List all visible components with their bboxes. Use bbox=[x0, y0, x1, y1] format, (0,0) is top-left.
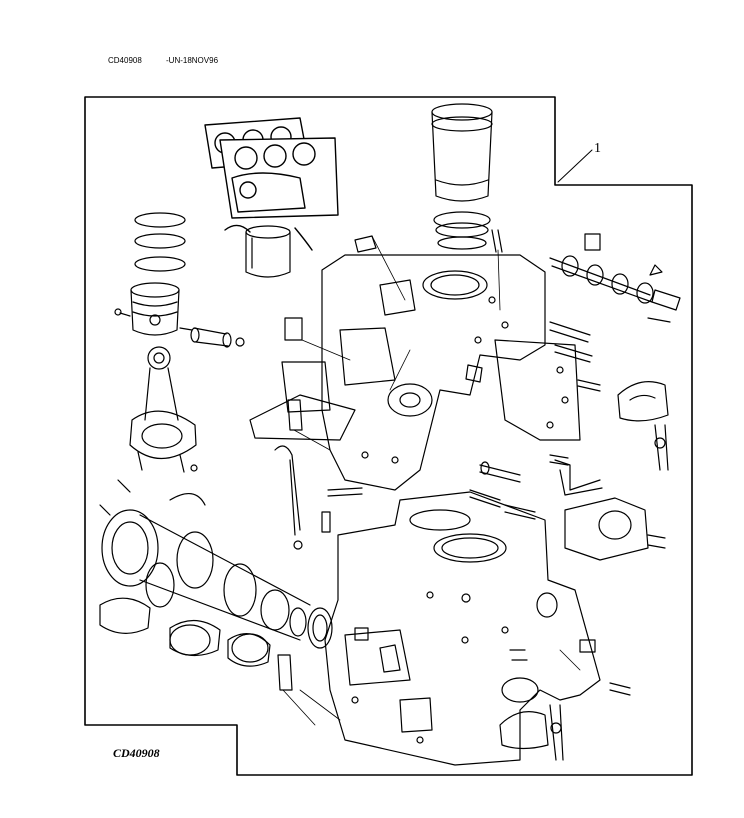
oil-filter bbox=[245, 225, 291, 278]
cylinder-head-assembly bbox=[249, 254, 546, 491]
callout-leader bbox=[557, 149, 593, 183]
piston-rings bbox=[134, 212, 186, 272]
connecting-rod bbox=[129, 346, 198, 473]
camshaft bbox=[549, 233, 681, 323]
figure-code-header: CD40908 bbox=[108, 56, 142, 65]
leader-lines bbox=[282, 235, 581, 726]
main-bearing-cap-lower bbox=[499, 682, 631, 761]
callout-number: 1 bbox=[594, 141, 601, 156]
oil-pump bbox=[564, 497, 666, 561]
piston-pin bbox=[190, 327, 245, 348]
main-bearing-cap-right bbox=[617, 381, 669, 471]
gasket-set bbox=[204, 117, 339, 251]
rear-oil-seal bbox=[307, 607, 333, 649]
figure-code-footer: CD40908 bbox=[113, 746, 160, 760]
crankcase-block bbox=[324, 491, 601, 766]
cylinder-liner bbox=[431, 103, 493, 202]
front-housing bbox=[494, 339, 581, 441]
bolts-and-studs bbox=[277, 229, 601, 691]
main-bearing-shells-left bbox=[99, 479, 271, 667]
date-code-header: -UN-18NOV96 bbox=[166, 56, 219, 65]
liner-seal-rings bbox=[433, 211, 491, 250]
fuel-injector-parts bbox=[274, 445, 603, 550]
crankshaft bbox=[101, 493, 311, 641]
piston bbox=[114, 282, 193, 336]
diagram-frame bbox=[84, 96, 693, 776]
